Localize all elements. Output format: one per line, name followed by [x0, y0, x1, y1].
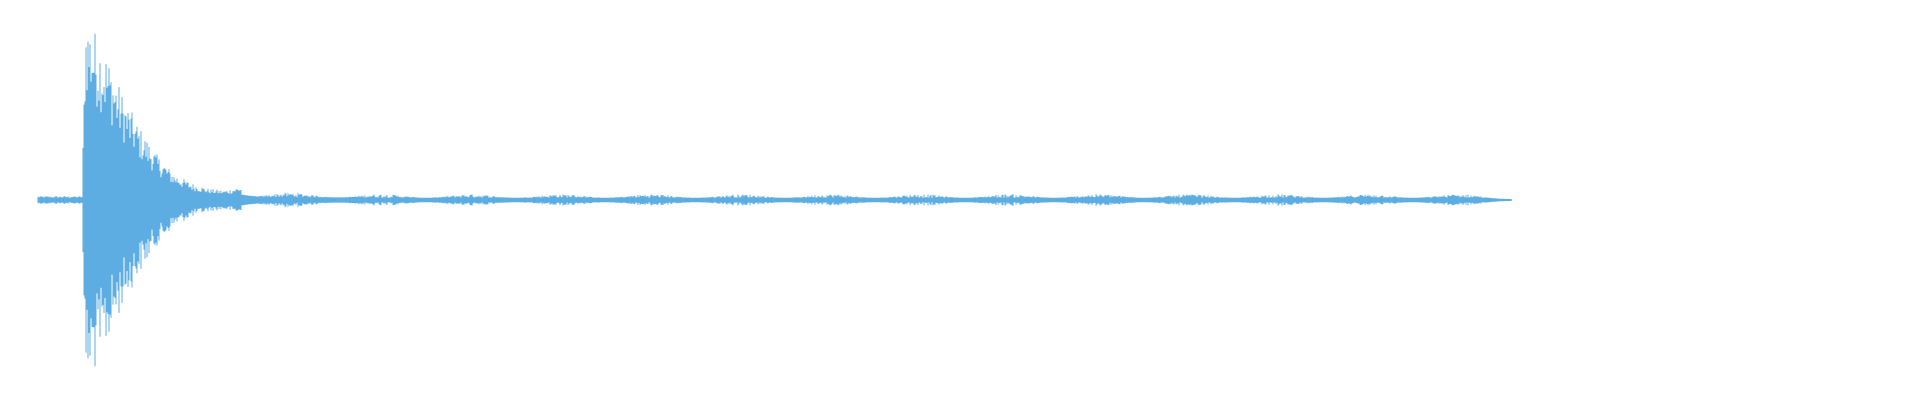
- waveform-view: [37, 33, 1512, 367]
- audio-waveform: [37, 33, 1512, 367]
